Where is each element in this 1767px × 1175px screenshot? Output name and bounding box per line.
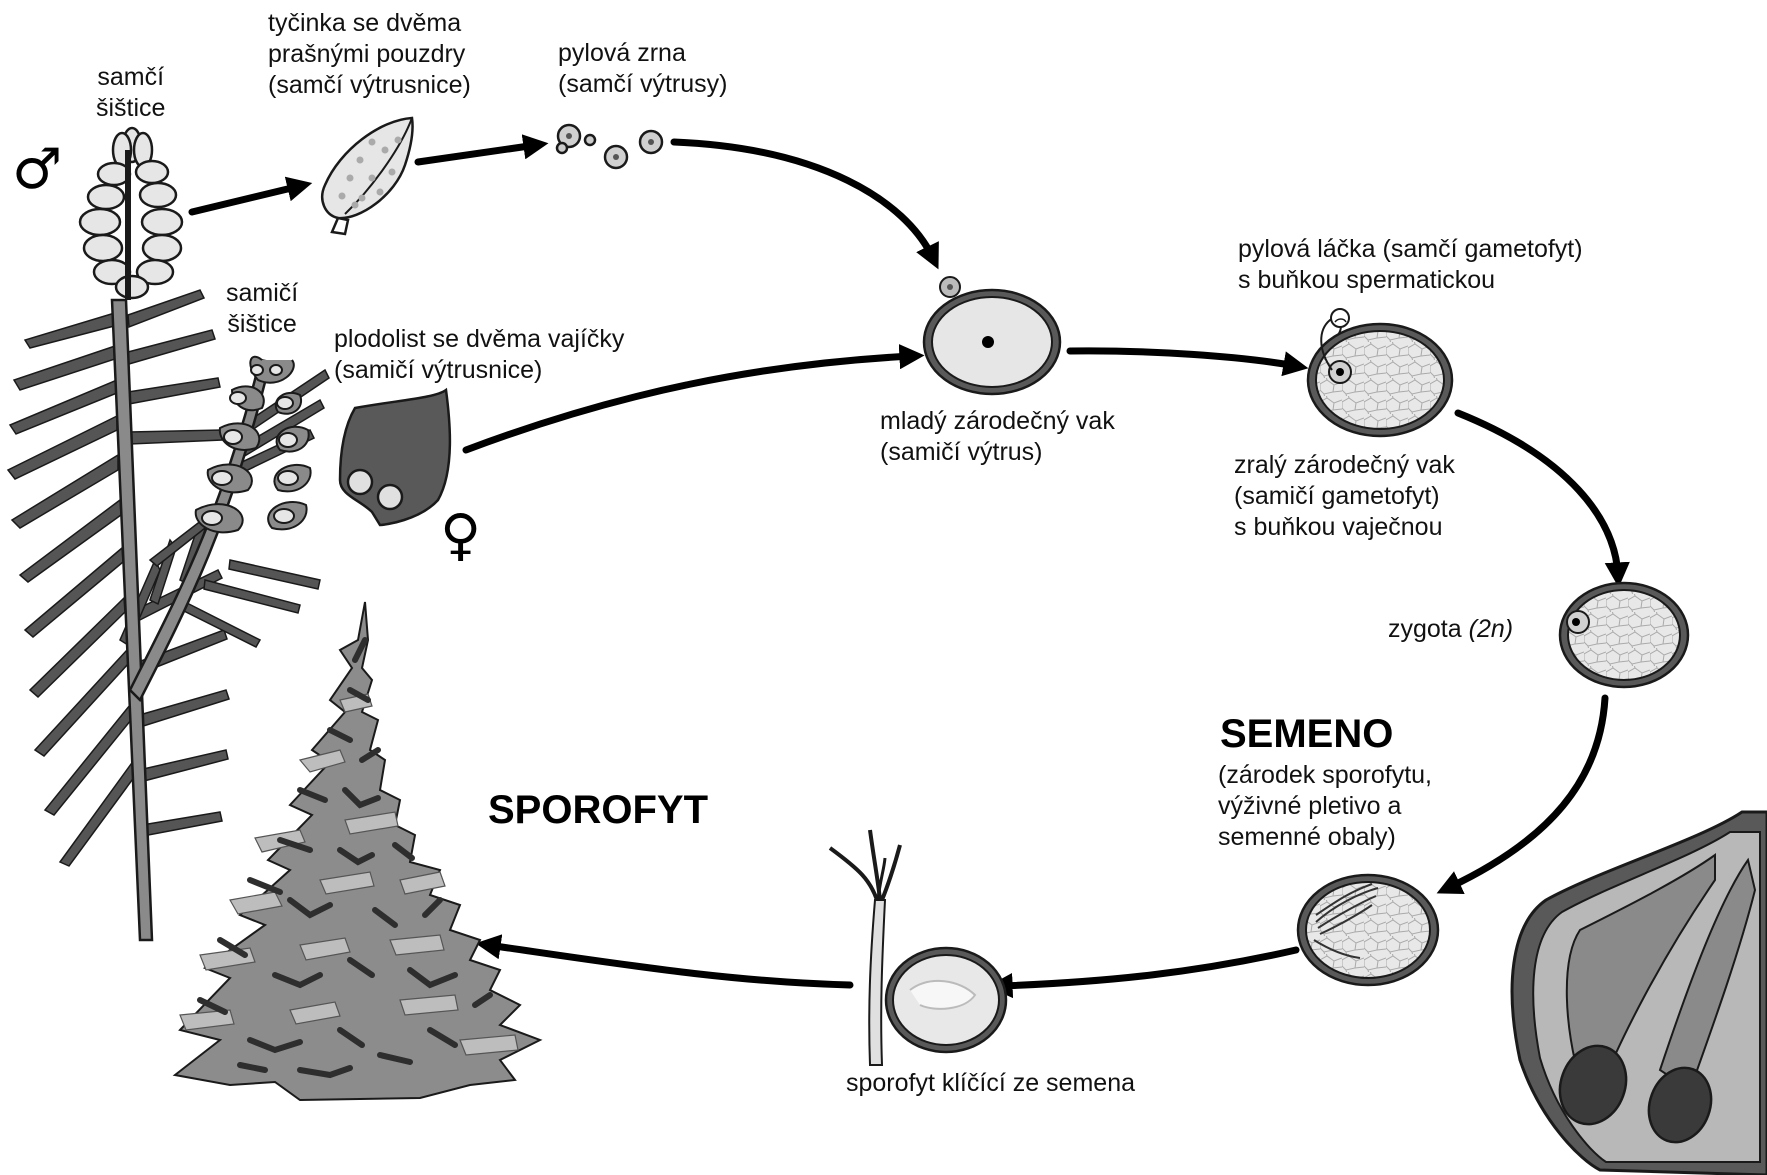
seed-cross-section-illustration xyxy=(1512,812,1767,1175)
sporophyte-title: SPOROFYT xyxy=(488,788,708,833)
seed-description-line-2: výživné pletivo a xyxy=(1218,791,1432,822)
mature-embryo-sac-label: zralý zárodečný vak (samičí gametofyt) s… xyxy=(1234,450,1455,543)
stamen-label: tyčinka se dvěma prašnými pouzdry (samčí… xyxy=(268,8,471,101)
male-symbol: ♂ xyxy=(12,142,62,198)
arrow-mature-sac-to-zygote xyxy=(1458,413,1618,575)
female-cone-label: samičí šištice xyxy=(226,278,298,340)
carpel-label-line-2: (samičí výtrusnice) xyxy=(334,355,624,386)
pollen-tube-label-line-2: s buňkou spermatickou xyxy=(1238,265,1583,296)
male-cone-label: samčí šištice xyxy=(96,62,165,124)
seed-description-line-1: (zárodek sporofytu, xyxy=(1218,760,1432,791)
stamen-label-line-2: prašnými pouzdry xyxy=(268,39,471,70)
pollen-tube-label-line-1: pylová láčka (samčí gametofyt) xyxy=(1238,234,1583,265)
pollen-grains-label-line-1: pylová zrna xyxy=(558,38,727,69)
zygote-label-text: zygota xyxy=(1388,615,1462,643)
carpel-label: plodolist se dvěma vajíčky (samičí výtru… xyxy=(334,324,624,386)
young-embryo-sac-illustration xyxy=(924,277,1060,394)
mature-embryo-sac-illustration xyxy=(1308,309,1452,436)
zygote-label: zygota (2n) xyxy=(1388,614,1513,645)
arrow-seedling-to-sporophyte xyxy=(488,945,850,985)
female-symbol: ♀ xyxy=(440,508,481,564)
sporophyte-tree-illustration xyxy=(175,602,540,1100)
young-embryo-sac-label: mladý zárodečný vak (samičí výtrus) xyxy=(880,406,1115,468)
arrow-stamen-to-pollen xyxy=(418,145,536,162)
mature-embryo-sac-label-line-1: zralý zárodečný vak xyxy=(1234,450,1455,481)
mature-embryo-sac-label-line-3: s buňkou vaječnou xyxy=(1234,512,1455,543)
arrow-pollen-to-young-sac xyxy=(674,142,933,258)
seed-description-line-3: semenné obaly) xyxy=(1218,822,1432,853)
young-embryo-sac-label-line-1: mladý zárodečný vak xyxy=(880,406,1115,437)
seed-illustration xyxy=(1298,875,1438,985)
pollen-grains-label: pylová zrna (samčí výtrusy) xyxy=(558,38,727,100)
stamen-illustration xyxy=(322,118,412,234)
young-embryo-sac-label-line-2: (samičí výtrus) xyxy=(880,437,1115,468)
arrow-young-sac-to-mature-sac xyxy=(1070,351,1296,366)
seed-description: (zárodek sporofytu, výživné pletivo a se… xyxy=(1218,760,1432,853)
stamen-label-line-1: tyčinka se dvěma xyxy=(268,8,471,39)
arrow-seed-to-seedling xyxy=(1000,950,1296,986)
pollen-grains-illustration xyxy=(557,125,662,168)
male-cone-label-line-2: šištice xyxy=(96,93,165,124)
pollen-grains-label-line-2: (samčí výtrusy) xyxy=(558,69,727,100)
seed-title: SEMENO xyxy=(1220,712,1393,757)
stamen-label-line-3: (samčí výtrusnice) xyxy=(268,70,471,101)
carpel-label-line-1: plodolist se dvěma vajíčky xyxy=(334,324,624,355)
female-cone-label-line-2: šištice xyxy=(226,309,298,340)
carpel-illustration xyxy=(340,390,450,525)
male-cone-label-line-1: samčí xyxy=(96,62,165,93)
mature-embryo-sac-label-line-2: (samičí gametofyt) xyxy=(1234,481,1455,512)
zygote-ploidy: (2n) xyxy=(1469,615,1513,643)
pollen-tube-label: pylová láčka (samčí gametofyt) s buňkou … xyxy=(1238,234,1583,296)
arrow-zygote-to-seed xyxy=(1448,698,1605,888)
zygote-illustration xyxy=(1560,583,1688,687)
female-cone-label-line-1: samičí xyxy=(226,278,298,309)
seedling-illustration xyxy=(830,830,1006,1065)
conifer-branch-illustration xyxy=(8,128,329,940)
seedling-label: sporofyt klíčící ze semena xyxy=(846,1068,1135,1099)
arrow-cone-to-stamen xyxy=(192,186,300,212)
